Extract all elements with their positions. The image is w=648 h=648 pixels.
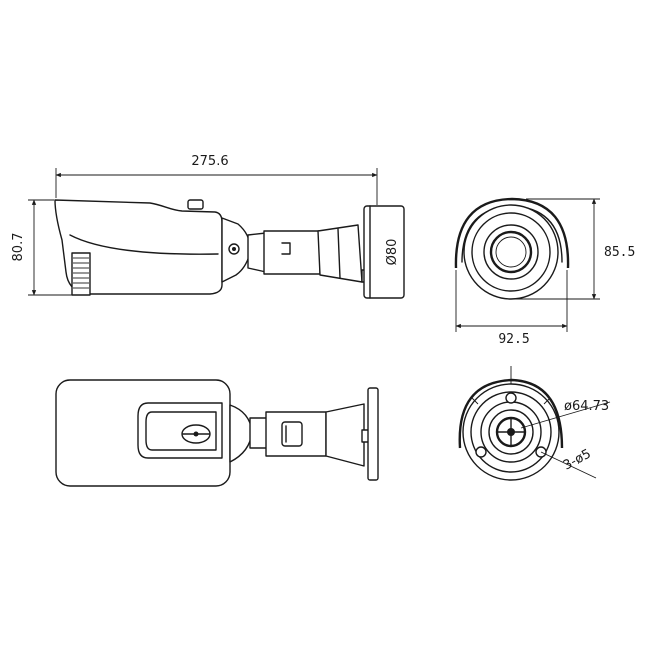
dim-length: 275.6 [55,154,378,205]
side-view [54,199,405,299]
side-top-button [187,199,204,210]
dim-front-width-label: 92.5 [498,332,529,347]
side-ir-fins [71,252,91,296]
dim-front-height: 85.5 [515,198,635,300]
dim-front-height-label: 85.5 [604,245,635,260]
front-view [454,197,570,300]
bottom-view [55,379,379,487]
dim-height: 80.7 [11,199,72,296]
front-housing [463,204,559,300]
mount-view [458,366,611,481]
dim-front-width: 92.5 [455,270,568,347]
mount-shield [458,378,564,449]
front-sun-shield [454,197,570,269]
dim-bolt-circle-label: ø64.73 [564,399,609,414]
mount-hole-left [475,446,487,458]
bottom-recess [137,402,223,459]
dim-length-label: 275.6 [191,154,228,169]
dim-mount-diameter-label: Ø80 [385,239,400,266]
side-arm [263,230,321,275]
side-mount-plate [363,205,405,299]
side-housing [54,199,223,295]
bottom-bracket [325,403,365,467]
mount-hole-top [505,392,517,404]
dim-height-label: 80.7 [11,233,26,262]
front-lens [489,230,533,274]
bottom-mount-plate [367,387,379,481]
